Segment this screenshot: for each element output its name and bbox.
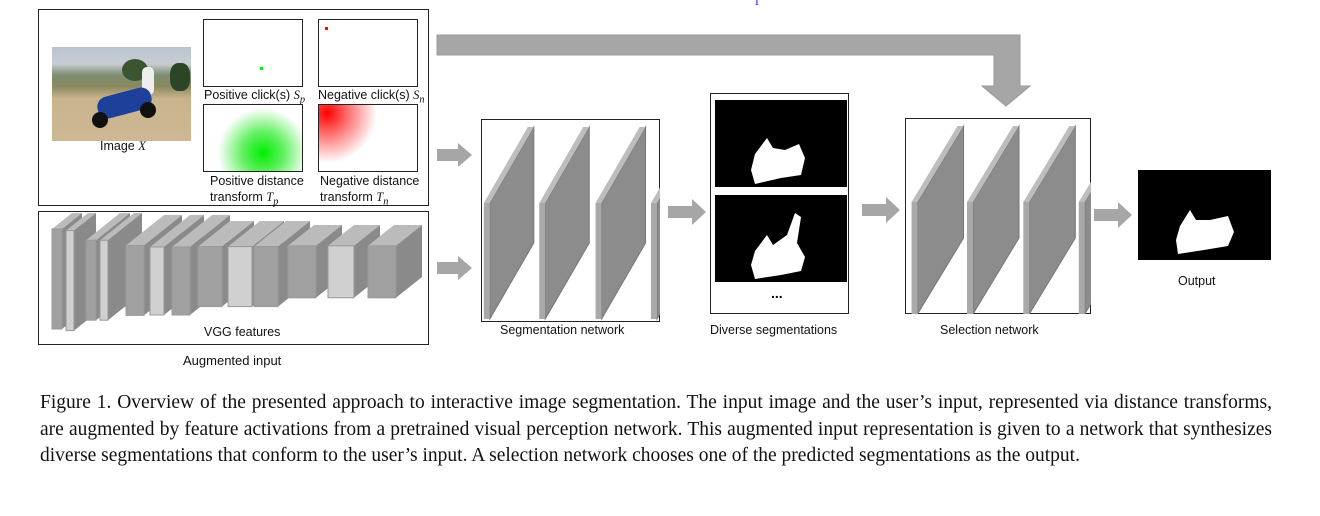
selection-network-layers <box>911 124 1091 314</box>
segmentation-network-label: Segmentation network <box>500 323 625 337</box>
network-layer <box>967 124 1020 314</box>
negative-distance-transform <box>318 104 418 172</box>
arrow-vgg-to-segnet <box>437 256 472 280</box>
network-layer <box>1023 124 1076 314</box>
output-label: Output <box>1178 274 1216 288</box>
positive-distance-transform <box>203 104 303 172</box>
augmented-input-label: Augmented input <box>183 353 282 368</box>
arrow-input-to-segnet <box>437 143 472 167</box>
network-layer <box>911 124 965 314</box>
skip-arrow <box>436 34 1032 107</box>
network-layer <box>483 125 535 321</box>
segmentation-mask-1 <box>715 100 847 187</box>
input-photo <box>52 47 191 141</box>
page-marker: 1 <box>754 0 760 8</box>
network-layer <box>1078 181 1091 314</box>
output-mask <box>1138 170 1271 260</box>
arrow-diverse-to-selection <box>862 197 900 223</box>
arrow-selection-to-output <box>1094 202 1132 228</box>
diverse-segmentations-label: Diverse segmentations <box>710 323 838 337</box>
positive-clicks-map <box>203 19 303 87</box>
vgg-layer-block <box>367 225 422 299</box>
segmentation-mask-2 <box>715 195 847 282</box>
figure-caption: Figure 1. Overview of the presented appr… <box>40 392 1272 466</box>
negative-clicks-map <box>318 19 418 87</box>
ellipsis: ... <box>771 285 783 301</box>
arrow-segnet-to-diverse <box>668 199 706 225</box>
segmentation-network-layers <box>483 125 660 321</box>
network-layer <box>539 125 590 321</box>
flow-arrows <box>436 34 1132 280</box>
network-layer <box>651 187 660 321</box>
image-label: Image X <box>100 139 146 153</box>
selection-network-label: Selection network <box>940 323 1039 337</box>
positive-clicks-label: Positive click(s) Sp <box>204 88 306 106</box>
network-layer <box>595 125 647 321</box>
positive-click-dot <box>260 67 263 70</box>
vgg-layers-graphic <box>51 213 422 332</box>
negative-click-dot <box>325 27 328 30</box>
negative-clicks-label: Negative click(s) Sn <box>318 88 425 106</box>
vgg-label: VGG features <box>204 325 281 339</box>
